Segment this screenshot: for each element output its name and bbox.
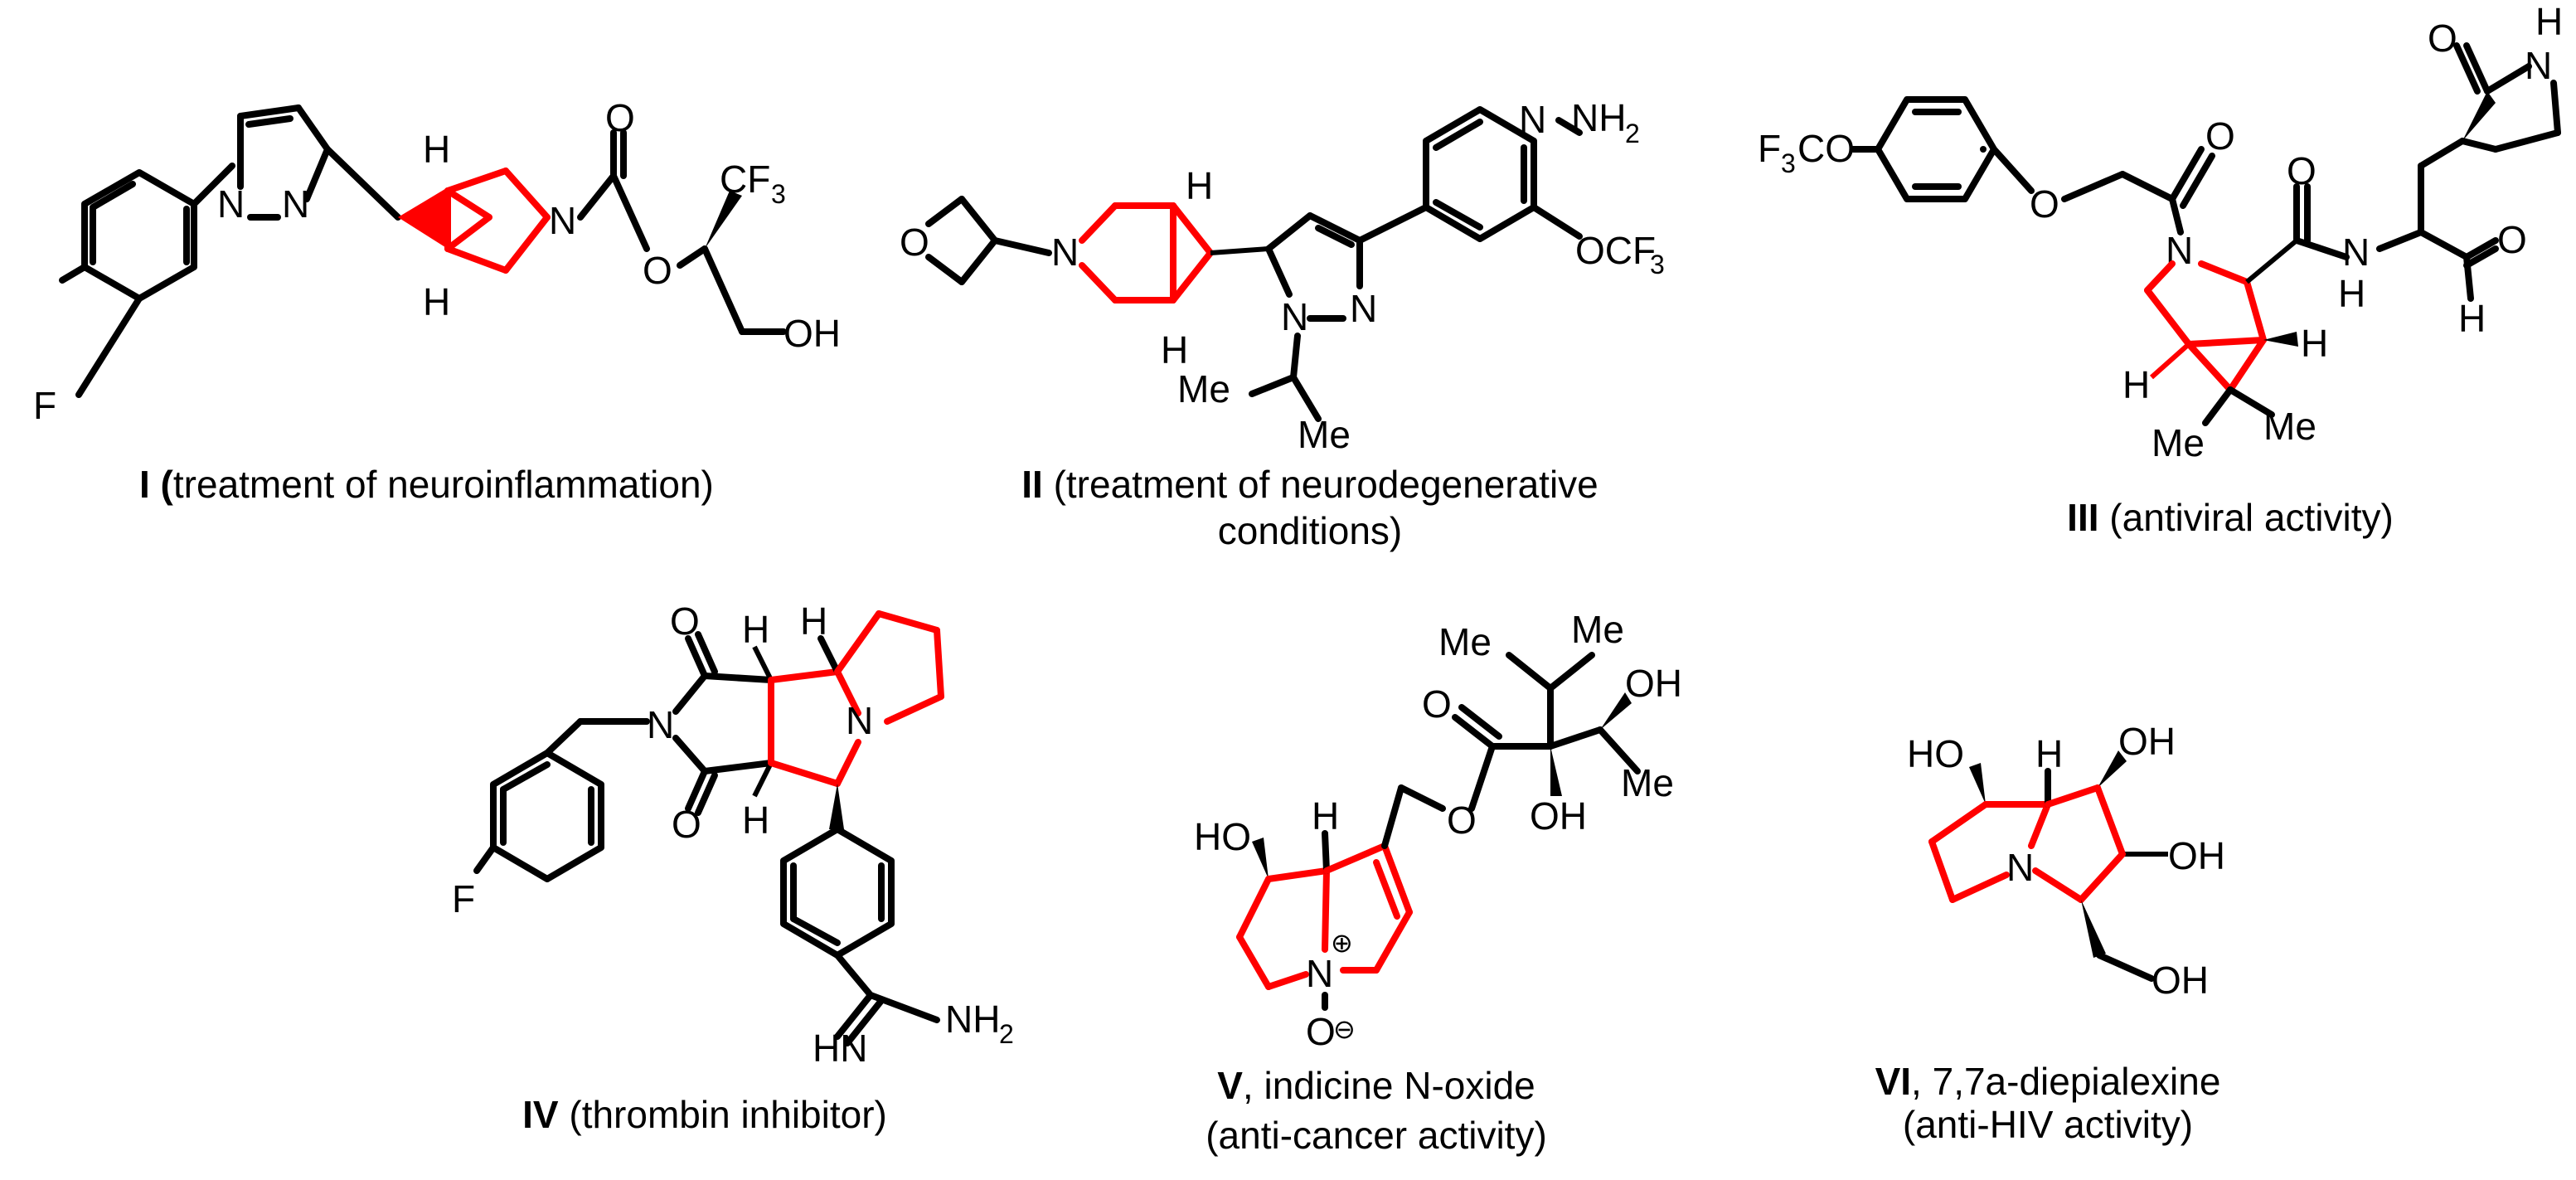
svg-text:N: N [1306, 952, 1333, 995]
svg-text:O: O [1422, 682, 1452, 726]
svg-text:H: H [742, 608, 769, 651]
svg-text:H: H [2535, 0, 2563, 43]
svg-text:H: H [2301, 322, 2328, 365]
svg-text:Me: Me [1177, 367, 1230, 410]
svg-text:H: H [800, 600, 827, 643]
svg-text:O: O [643, 249, 672, 292]
svg-text:H: H [1186, 164, 1213, 207]
svg-text:O: O [1306, 1010, 1336, 1053]
svg-text:F: F [452, 877, 475, 920]
svg-text:N: N [1519, 98, 1546, 141]
compound-V-caption-line2: (anti-cancer activity) [1206, 1114, 1547, 1157]
svg-text:H: H [2458, 297, 2486, 340]
svg-text:O: O [2205, 114, 2235, 158]
svg-text:OH: OH [2118, 720, 2176, 763]
compound-IV-caption: IV (thrombin inhibitor) [522, 1093, 887, 1136]
svg-text:OH: OH [1625, 662, 1682, 705]
svg-text:N: N [549, 199, 576, 242]
svg-text:O: O [900, 221, 929, 264]
svg-text:N: N [2342, 231, 2370, 274]
svg-text:H: H [2035, 732, 2063, 775]
compound-I-caption: I (treatment of neuroinflammation) [139, 463, 714, 506]
svg-text:O: O [2428, 17, 2457, 60]
svg-text:OH: OH [2152, 959, 2209, 1002]
svg-text:3: 3 [1781, 148, 1796, 178]
compound-IV-structure: F N O O H H N H [452, 600, 1014, 1070]
compound-II-caption-line2: conditions) [1218, 509, 1402, 552]
svg-text:N: N [1281, 295, 1308, 338]
svg-text:Me: Me [2263, 405, 2316, 448]
svg-text:HN: HN [813, 1027, 867, 1070]
svg-text:H: H [1312, 794, 1339, 838]
svg-text:OH: OH [2168, 834, 2225, 877]
svg-text:N: N [846, 699, 873, 742]
svg-text:H: H [2338, 272, 2365, 315]
svg-text:NH: NH [1571, 96, 1626, 139]
svg-text:H: H [1161, 328, 1188, 371]
svg-text:Me: Me [1298, 413, 1351, 456]
svg-text:O: O [2030, 182, 2059, 226]
compound-III-caption: III (antiviral activity) [2067, 496, 2394, 539]
svg-text:3: 3 [1650, 250, 1665, 279]
compound-V-caption: V, indicine N-oxide [1217, 1064, 1535, 1107]
svg-text:N: N [647, 703, 674, 746]
svg-text:N: N [1350, 287, 1377, 330]
svg-text:F: F [1758, 127, 1781, 170]
svg-text:Me: Me [1571, 608, 1624, 651]
svg-text:H: H [423, 128, 450, 171]
svg-text:Me: Me [2152, 421, 2205, 464]
svg-text:2: 2 [1625, 119, 1640, 148]
svg-text:O: O [2287, 149, 2316, 192]
svg-text:OCF: OCF [1575, 229, 1656, 272]
compound-II-caption: II (treatment of neurodegenerative [1021, 463, 1598, 506]
svg-text:H: H [423, 280, 450, 323]
svg-text:N: N [2006, 846, 2034, 889]
svg-text:3: 3 [771, 179, 786, 209]
compound-III-structure: F 3 CO O O N H H Me Me O [1758, 0, 2563, 464]
svg-text:⊕: ⊕ [1331, 928, 1353, 958]
svg-text:HO: HO [1194, 815, 1251, 858]
svg-text:Me: Me [1621, 761, 1674, 804]
svg-text:CF: CF [720, 158, 770, 201]
svg-text:N: N [1051, 231, 1079, 274]
svg-text:F: F [33, 384, 56, 427]
svg-text:N: N [2525, 44, 2552, 87]
svg-text:Me: Me [1438, 620, 1492, 663]
svg-text:2: 2 [999, 1019, 1014, 1049]
compound-V-structure: HO N ⊕ H O ⊖ O O Me Me OH OH [1194, 608, 1682, 1053]
compound-VI-structure: HO N H OH OH OH [1907, 720, 2225, 1002]
svg-text:O: O [672, 803, 701, 846]
compound-II-structure: O N H H N N Me Me [900, 96, 1665, 456]
svg-text:O: O [2497, 218, 2527, 261]
svg-text:O: O [605, 96, 635, 139]
svg-text:O: O [670, 600, 700, 643]
compound-I-structure: F N N H H N O O CF 3 [33, 96, 841, 427]
svg-text:OH: OH [783, 312, 841, 355]
compound-VI-caption: VI, 7,7a-diepialexine [1875, 1060, 2221, 1103]
svg-text:HO: HO [1907, 732, 1964, 775]
svg-text:⊖: ⊖ [1333, 1014, 1356, 1044]
compound-VI-caption-line2: (anti-HIV activity) [1903, 1103, 2193, 1146]
svg-text:N: N [282, 182, 309, 226]
svg-text:H: H [2122, 363, 2150, 406]
svg-text:H: H [742, 799, 769, 842]
svg-text:OH: OH [1530, 794, 1587, 838]
svg-text:NH: NH [945, 998, 1000, 1041]
svg-text:CO: CO [1797, 127, 1855, 170]
